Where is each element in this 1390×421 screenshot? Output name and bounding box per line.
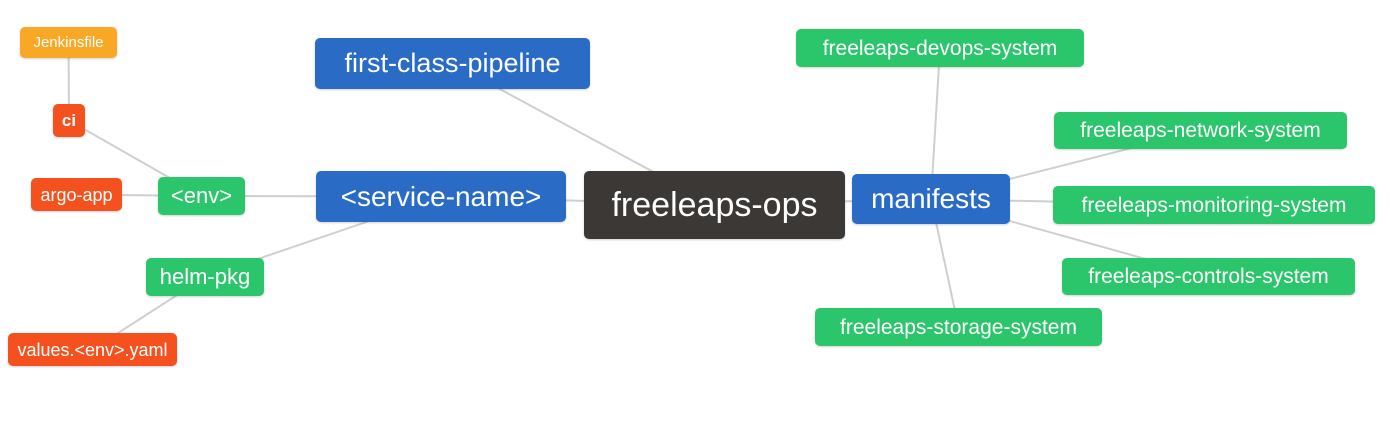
node-manifests[interactable]: manifests <box>852 174 1010 224</box>
node-helm-pkg[interactable]: helm-pkg <box>146 258 264 296</box>
node-ci[interactable]: ci <box>53 104 85 137</box>
node-service-name[interactable]: <service-name> <box>316 171 566 222</box>
node-freeleaps-ops-root[interactable]: freeleaps-ops <box>584 171 845 239</box>
node-freeleaps-network-system[interactable]: freeleaps-network-system <box>1054 112 1347 149</box>
node-env[interactable]: <env> <box>158 177 245 215</box>
node-freeleaps-storage-system[interactable]: freeleaps-storage-system <box>815 308 1102 346</box>
node-argo-app[interactable]: argo-app <box>31 178 122 211</box>
node-first-class-pipeline[interactable]: first-class-pipeline <box>315 38 590 89</box>
node-values-env-yaml[interactable]: values.<env>.yaml <box>8 333 177 366</box>
node-jenkinsfile[interactable]: Jenkinsfile <box>20 27 117 58</box>
node-freeleaps-devops-system[interactable]: freeleaps-devops-system <box>796 29 1084 67</box>
node-freeleaps-controls-system[interactable]: freeleaps-controls-system <box>1062 258 1355 295</box>
node-freeleaps-monitoring-system[interactable]: freeleaps-monitoring-system <box>1053 186 1375 224</box>
